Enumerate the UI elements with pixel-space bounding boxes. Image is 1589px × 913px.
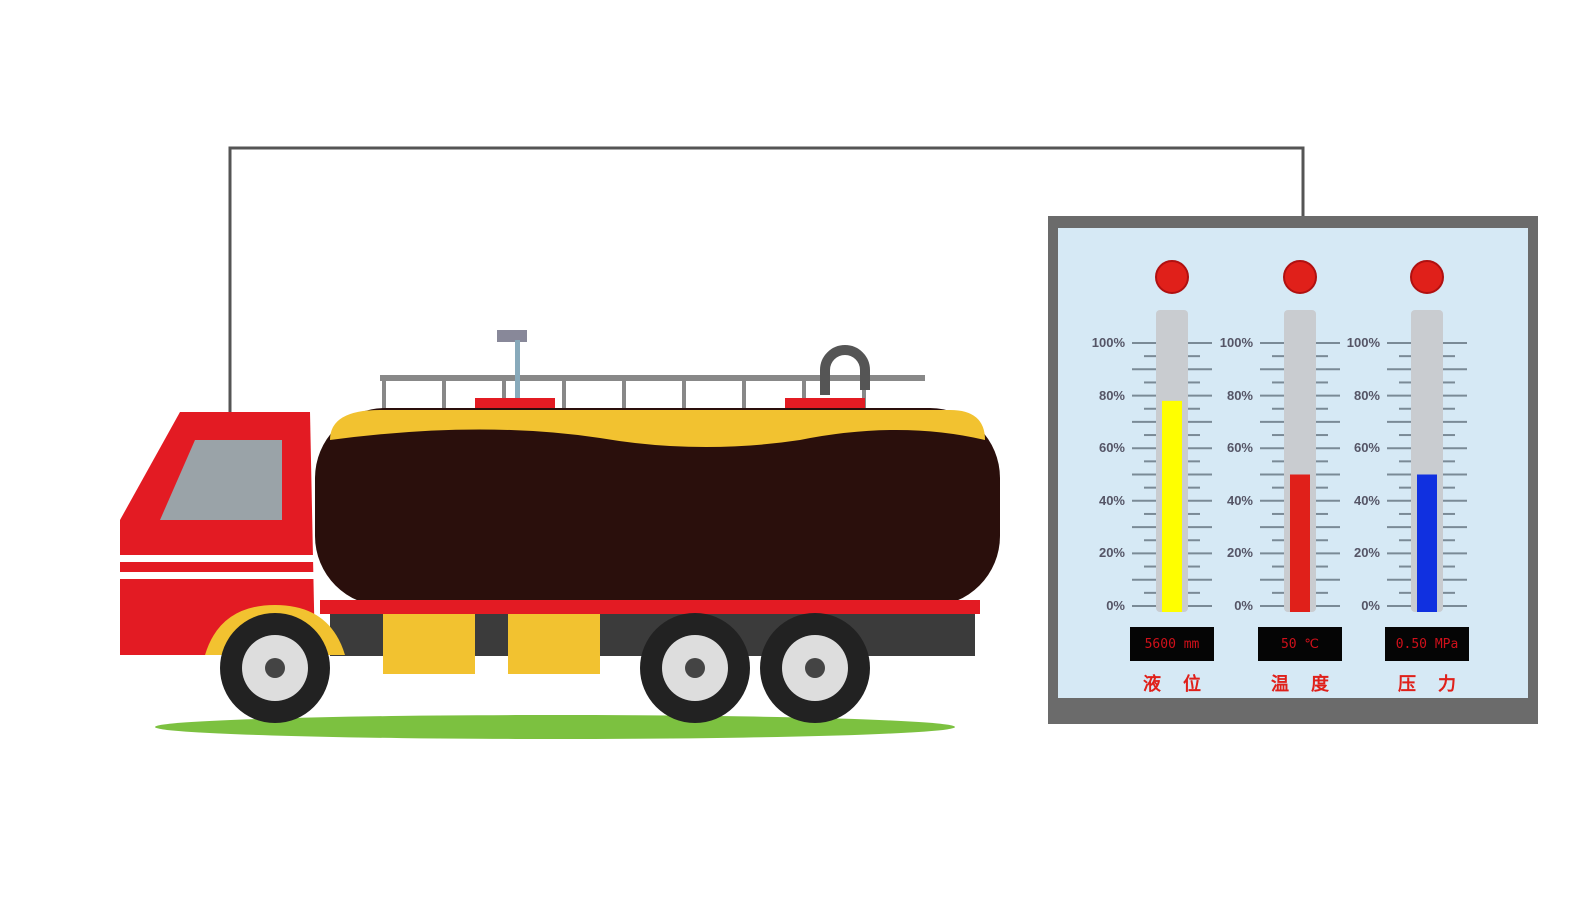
scale-label: 20% — [1226, 545, 1253, 561]
wheel — [760, 613, 870, 723]
scale-label: 100% — [1346, 335, 1380, 350]
gauge-fill — [1417, 474, 1437, 612]
scale-label: 80% — [1226, 387, 1253, 403]
signal-wire — [228, 146, 1305, 460]
gauge-name: 液位 — [1143, 674, 1223, 694]
scale-label: 0% — [1106, 598, 1125, 613]
cab-window — [160, 440, 282, 520]
wheel — [220, 613, 330, 723]
gauge-name: 温度 — [1271, 674, 1351, 694]
scale-label: 40% — [1226, 492, 1253, 508]
digital-readout: 5600 mm — [1130, 627, 1214, 661]
wheel — [640, 613, 750, 723]
scale-label: 60% — [1353, 440, 1380, 456]
ground — [155, 715, 955, 739]
scale-label: 60% — [1098, 440, 1125, 456]
scale-label: 40% — [1353, 492, 1380, 508]
indicator-light — [1155, 260, 1189, 294]
scale-label: 20% — [1098, 545, 1125, 561]
gauge-name: 压力 — [1398, 674, 1478, 694]
indicator-light — [1283, 260, 1317, 294]
scale-label: 0% — [1361, 598, 1380, 613]
scale-label: 100% — [1219, 335, 1253, 350]
scale-label: 20% — [1353, 545, 1380, 561]
scale-label: 0% — [1234, 598, 1253, 613]
indicator-light — [1410, 260, 1444, 294]
scale-label: 80% — [1098, 387, 1125, 403]
scale-label: 80% — [1353, 387, 1380, 403]
scale-label: 100% — [1091, 335, 1125, 350]
gauge-fill — [1162, 400, 1182, 612]
scale-label: 40% — [1098, 492, 1125, 508]
gauge-fill — [1290, 474, 1310, 612]
tanker-truck — [120, 330, 1000, 723]
scale-label: 60% — [1226, 440, 1253, 456]
digital-readout: 50 ℃ — [1258, 627, 1342, 661]
tank — [315, 408, 1000, 606]
digital-readout: 0.50 MPa — [1385, 627, 1469, 661]
